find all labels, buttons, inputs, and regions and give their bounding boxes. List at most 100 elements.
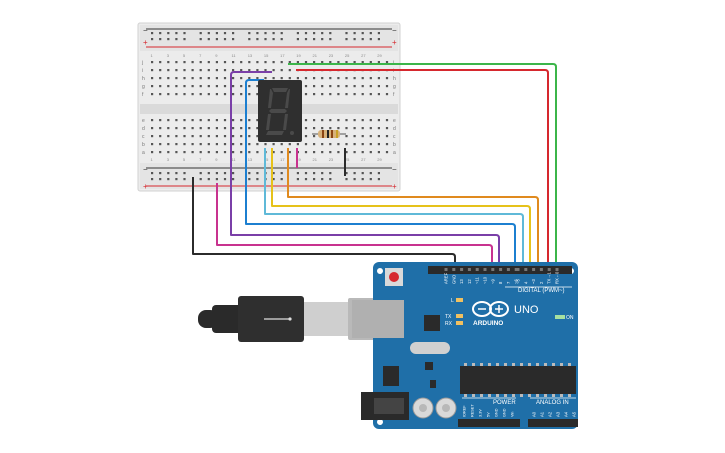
breadboard-holes <box>151 32 389 181</box>
column-label: 27 <box>361 53 366 58</box>
rail-minus-label-bottom: − <box>143 165 148 174</box>
wire-green <box>288 63 557 267</box>
digital-pin-label: 2 <box>539 281 544 284</box>
column-label: 1 <box>151 157 154 162</box>
column-label: 5 <box>183 53 186 58</box>
digital-pin-label: ~5 <box>516 279 521 284</box>
analog-header <box>528 419 578 427</box>
digital-pin-label: ~6 <box>514 279 519 284</box>
row-letter: g <box>393 84 396 90</box>
row-letter: e <box>393 118 396 124</box>
column-label: 7 <box>199 53 202 58</box>
led-l-label: L <box>451 298 454 304</box>
crystal <box>410 342 450 354</box>
row-letter: b <box>142 142 145 148</box>
digital-pin-label: ~10 <box>483 276 488 284</box>
row-letter: j <box>141 60 143 66</box>
wire-magenta <box>216 183 493 267</box>
row-letter: a <box>142 150 145 156</box>
digital-pin-label: 7 <box>506 281 511 284</box>
digital-pin-label: 13 <box>459 279 464 284</box>
column-label: 3 <box>167 157 170 162</box>
column-label: 9 <box>215 157 218 162</box>
row-letter: b <box>393 142 396 148</box>
analog-pin-label: A2 <box>548 411 553 417</box>
column-label: 19 <box>296 157 301 162</box>
wire-purple <box>230 71 500 267</box>
digital-pin-label: 12 <box>467 279 472 284</box>
led-rx-label: RX <box>445 321 453 327</box>
wire-lightblue <box>264 148 524 267</box>
row-letter: c <box>393 134 396 140</box>
column-label: 11 <box>232 157 237 162</box>
rail-plus-label-bottom-right: + <box>392 182 397 191</box>
analog-pin-label: A1 <box>540 411 545 417</box>
column-label: 15 <box>264 53 269 58</box>
led-l <box>456 298 463 302</box>
wire-blue <box>245 79 516 267</box>
column-label: 11 <box>232 53 237 58</box>
rail-minus-label-top: − <box>143 26 148 35</box>
digital-pin-label: 8 <box>498 281 503 284</box>
rail-plus-label-top-right: + <box>392 38 397 47</box>
digital-pin-label: ~11 <box>475 277 480 284</box>
column-label: 15 <box>264 157 269 162</box>
wire-red <box>296 69 549 267</box>
column-label: 17 <box>280 53 285 58</box>
digital-pin-label: RX←0 <box>555 271 560 284</box>
on-label: ON <box>566 315 574 321</box>
digital-label: DIGITAL (PWM~) <box>518 288 565 294</box>
usb-jack <box>352 300 404 338</box>
column-label: 29 <box>377 53 382 58</box>
analog-pin-label: A3 <box>556 411 561 417</box>
power-pin-label: 5V <box>487 412 491 417</box>
column-label: 9 <box>215 53 218 58</box>
wires <box>192 63 557 267</box>
rail-plus-label-bottom: + <box>143 182 148 191</box>
voltage-regulator <box>383 366 399 386</box>
wire-ground <box>192 177 456 267</box>
power-pin-label: RESET <box>471 404 475 417</box>
usb-chip <box>424 315 440 331</box>
rail-plus-label-top: + <box>143 38 148 47</box>
digital-header-left <box>428 266 520 274</box>
column-label: 1 <box>151 53 154 58</box>
row-letter: d <box>393 126 396 132</box>
column-label: 13 <box>248 53 253 58</box>
analog-pin-label: A4 <box>564 411 569 417</box>
column-label: 7 <box>199 157 202 162</box>
column-label: 17 <box>280 157 285 162</box>
digital-pin-label: GND <box>451 275 456 284</box>
led-tx <box>456 314 463 318</box>
row-letter: f <box>393 92 395 98</box>
column-label: 29 <box>377 157 382 162</box>
led-rx <box>456 321 463 325</box>
analog-pin-label: A0 <box>532 411 537 417</box>
column-label: 23 <box>329 53 334 58</box>
column-label: 13 <box>248 157 253 162</box>
power-pin-label: 3.3V <box>479 409 483 417</box>
digital-pin-label: 4 <box>523 281 528 284</box>
column-label: 27 <box>361 157 366 162</box>
wire-orange <box>287 148 539 267</box>
column-label: 25 <box>345 53 350 58</box>
column-label: 21 <box>313 157 318 162</box>
power-pin-label: GND <box>503 408 507 417</box>
power-led <box>555 315 565 319</box>
resistor <box>312 130 346 138</box>
column-label: 21 <box>313 53 318 58</box>
rail-minus-label-top-right: − <box>392 26 397 35</box>
row-letter: g <box>142 84 145 90</box>
column-label: 3 <box>167 53 170 58</box>
led-tx-label: TX <box>445 314 452 320</box>
power-pin-label: Vin <box>511 412 515 417</box>
seven-segment-display: 8 <box>258 80 302 142</box>
row-letter: a <box>393 150 396 156</box>
digital-pin-label: AREF <box>444 272 449 284</box>
row-letter: c <box>142 134 145 140</box>
analog-pin-label: A5 <box>572 411 577 417</box>
